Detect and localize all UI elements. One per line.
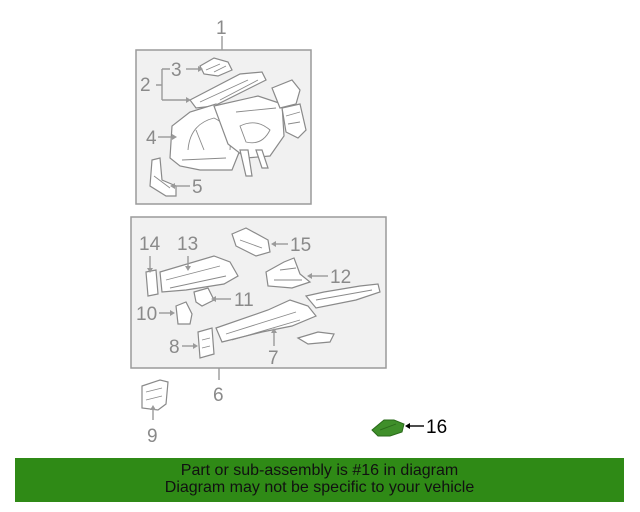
callout-16: 16 [426,417,447,438]
part-14-drawing [145,269,159,297]
callout-9: 9 [147,426,158,447]
part-15-drawing [231,227,271,257]
callout-11: 11 [234,290,254,311]
side-rail-drawing [304,283,381,309]
callout-10: 10 [136,304,157,325]
callout-4: 4 [146,128,157,149]
callout-2: 2 [140,75,151,96]
part-16-drawing [371,419,405,437]
part-8-drawing [197,327,215,359]
callout-6: 6 [213,385,224,406]
banner-line-1: Part or sub-assembly is #16 in diagram [180,462,459,479]
callout-8: 8 [169,337,180,358]
parts-diagram: 1 3 2 4 5 6 [130,18,447,447]
part-7-drawing [215,299,335,345]
callout-13: 13 [177,234,198,255]
apron-right-drawing [271,79,307,139]
apron-center-drawing [213,95,285,177]
part-12-drawing [265,257,312,289]
part-13-drawing [159,255,239,293]
part-10-drawing [175,301,193,325]
part-3-drawing [199,57,233,77]
callout-3: 3 [171,60,182,81]
part-11-drawing [193,287,215,307]
callout-7: 7 [268,348,279,369]
callout-12: 12 [330,267,351,288]
callout-1: 1 [216,18,227,39]
part-2-drawing [189,71,267,109]
callout-5: 5 [192,177,203,198]
info-banner: Part or sub-assembly is #16 in diagram D… [15,458,624,502]
callout-15: 15 [290,235,311,256]
callout-14: 14 [139,234,161,255]
part-9-drawing [141,379,169,411]
part-5-drawing [149,157,177,197]
banner-line-2: Diagram may not be specific to your vehi… [164,479,475,496]
